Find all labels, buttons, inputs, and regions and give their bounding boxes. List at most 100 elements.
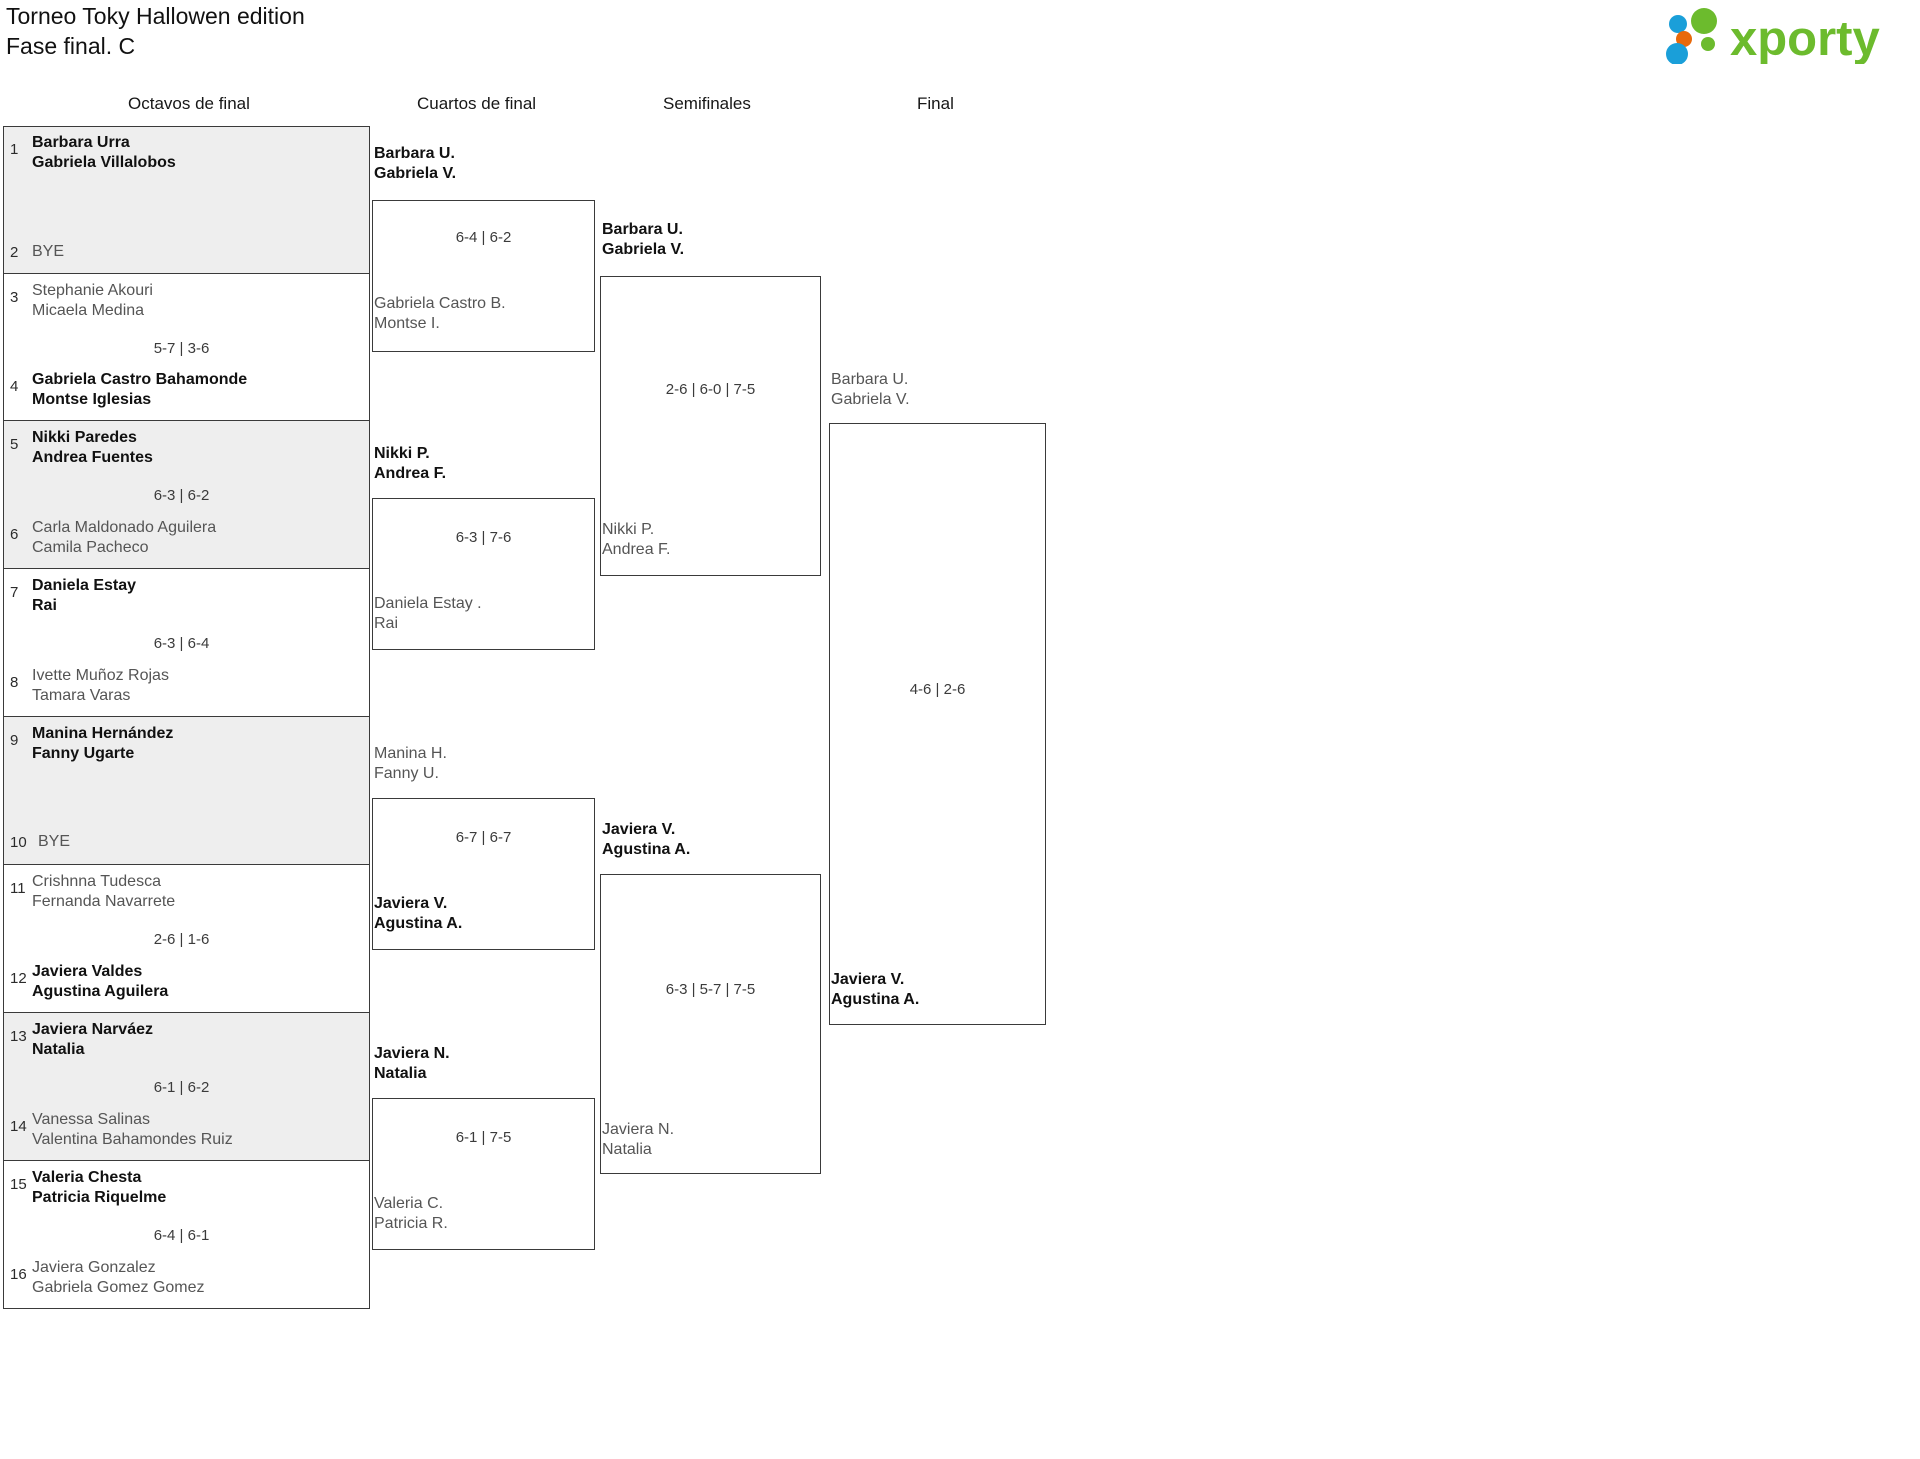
r1-bottom-team: Javiera Valdes Agustina Aguilera xyxy=(32,962,363,1001)
tournament-name: Torneo Toky Hallowen edition xyxy=(6,3,305,29)
seed-number: 1 xyxy=(10,141,19,158)
player-name: Montse Iglesias xyxy=(32,390,152,408)
player-name: Micaela Medina xyxy=(32,301,145,319)
player-name: Manina Hernández xyxy=(32,725,174,742)
player-name: Carla Maldonado Aguilera xyxy=(32,519,217,536)
seed-number: 8 xyxy=(10,674,19,691)
player-name: Andrea F. xyxy=(374,464,447,482)
r1-bottom-team: Carla Maldonado Aguilera Camila Pacheco xyxy=(32,518,363,557)
player-name: Valeria C. xyxy=(374,1195,444,1212)
r1-score: 6-3 | 6-4 xyxy=(153,635,210,652)
round-headers: Octavos de final Cuartos de final Semifi… xyxy=(0,94,1920,120)
player-name: Rai xyxy=(32,596,57,614)
r3-score-2: 6-3 | 5-7 | 7-5 xyxy=(665,981,756,998)
r1-match-8[interactable]: 15 Valeria Chesta Patricia Riquelme 6-4 … xyxy=(3,1161,370,1309)
r4-top-team: Barbara U. Gabriela V. xyxy=(831,370,910,409)
player-name: Gabriela Castro Bahamonde xyxy=(32,371,248,388)
r3-top-team-1: Barbara U. Gabriela V. xyxy=(602,220,684,259)
player-name: Daniela Estay xyxy=(32,577,137,594)
round-header-octavos: Octavos de final xyxy=(128,94,250,113)
player-name: Gabriela V. xyxy=(831,390,910,408)
r1-bottom-team: Ivette Muñoz Rojas Tamara Varas xyxy=(32,666,363,705)
player-name: Natalia xyxy=(602,1140,652,1158)
r1-match-5[interactable]: 9 Manina Hernández Fanny Ugarte 10 BYE xyxy=(3,717,370,865)
player-name: Fernanda Navarrete xyxy=(32,892,176,910)
player-name: Andrea F. xyxy=(602,540,671,558)
seed-number: 12 xyxy=(10,970,27,987)
r1-bottom-team: BYE xyxy=(38,833,71,850)
r4-score: 4-6 | 2-6 xyxy=(909,681,966,698)
player-name: Camila Pacheco xyxy=(32,538,149,556)
r1-match-6[interactable]: 11 Crishnna Tudesca Fernanda Navarrete 2… xyxy=(3,865,370,1013)
round-header-semifinales: Semifinales xyxy=(663,94,751,113)
seed-number: 9 xyxy=(10,732,19,749)
player-name: Gabriela Gomez Gomez xyxy=(32,1278,205,1296)
r2-connector-4[interactable] xyxy=(372,1098,595,1250)
r3-bottom-team-2: Javiera N. Natalia xyxy=(602,1120,674,1159)
player-name: Agustina A. xyxy=(374,914,463,932)
r2-connector-2[interactable] xyxy=(372,498,595,650)
r2-score-4: 6-1 | 7-5 xyxy=(455,1129,512,1146)
player-name: Montse I. xyxy=(374,314,440,332)
player-name: Natalia xyxy=(32,1040,85,1058)
seed-number: 11 xyxy=(10,880,26,897)
r1-score: 6-3 | 6-2 xyxy=(153,487,210,504)
r2-bottom-team-2: Daniela Estay . Rai xyxy=(374,594,482,633)
r2-bottom-team-3: Javiera V. Agustina A. xyxy=(374,894,462,933)
seed-number: 15 xyxy=(10,1176,27,1193)
player-name: Natalia xyxy=(374,1064,427,1082)
seed-number: 6 xyxy=(10,526,19,543)
r1-top-team: Daniela Estay Rai xyxy=(32,576,363,615)
r1-match-2[interactable]: 3 Stephanie Akouri Micaela Medina 5-7 | … xyxy=(3,274,370,421)
svg-text:xporty: xporty xyxy=(1730,12,1880,64)
r2-bottom-team-1: Gabriela Castro B. Montse I. xyxy=(374,294,506,333)
player-name: Rai xyxy=(374,614,399,632)
r1-match-7[interactable]: 13 Javiera Narváez Natalia 6-1 | 6-2 14 … xyxy=(3,1013,370,1161)
player-name: Javiera V. xyxy=(831,971,905,988)
player-name: Javiera Gonzalez xyxy=(32,1259,156,1276)
r1-score: 6-1 | 6-2 xyxy=(153,1079,210,1096)
r2-connector-1[interactable] xyxy=(372,200,595,352)
seed-number: 16 xyxy=(10,1266,27,1283)
r1-match-4[interactable]: 7 Daniela Estay Rai 6-3 | 6-4 8 Ivette M… xyxy=(3,569,370,717)
round-header-cuartos: Cuartos de final xyxy=(417,94,537,113)
r1-match-3[interactable]: 5 Nikki Paredes Andrea Fuentes 6-3 | 6-2… xyxy=(3,421,370,569)
player-name: Nikki P. xyxy=(602,521,655,538)
r2-top-team-4: Javiera N. Natalia xyxy=(374,1044,450,1083)
round-header-final: Final xyxy=(917,94,954,113)
player-name: Javiera V. xyxy=(374,895,448,912)
seed-number: 3 xyxy=(10,289,19,306)
player-name: Javiera N. xyxy=(602,1121,675,1138)
player-name: Manina H. xyxy=(374,745,447,762)
seed-number: 10 xyxy=(10,834,27,851)
player-name: Gabriela Castro B. xyxy=(374,295,506,312)
r3-top-team-2: Javiera V. Agustina A. xyxy=(602,820,690,859)
r3-connector-1[interactable] xyxy=(600,276,821,576)
r3-connector-2[interactable] xyxy=(600,874,821,1174)
player-name: Valeria Chesta xyxy=(32,1169,142,1186)
r4-connector[interactable] xyxy=(829,423,1046,1025)
seed-number: 7 xyxy=(10,584,19,601)
r4-bottom-team-champion: Javiera V. Agustina A. xyxy=(831,970,919,1009)
r1-score: 2-6 | 1-6 xyxy=(153,931,210,948)
seed-number: 14 xyxy=(10,1118,27,1135)
r2-top-team-1: Barbara U. Gabriela V. xyxy=(374,144,456,183)
r2-top-team-3: Manina H. Fanny U. xyxy=(374,744,447,783)
player-name: Barbara U. xyxy=(374,145,455,162)
r1-bottom-team: Gabriela Castro Bahamonde Montse Iglesia… xyxy=(32,370,363,409)
tournament-phase: Fase final. C xyxy=(6,32,136,59)
r1-match-1[interactable]: 1 Barbara Urra Gabriela Villalobos 2 BYE xyxy=(3,126,370,274)
r1-top-team: Barbara Urra Gabriela Villalobos xyxy=(32,133,363,172)
r1-top-team: Javiera Narváez Natalia xyxy=(32,1020,363,1059)
player-name: Nikki P. xyxy=(374,445,430,462)
player-name: Tamara Varas xyxy=(32,686,131,704)
page-title: Torneo Toky Hallowen edition Fase final.… xyxy=(6,2,305,62)
r1-score: 6-4 | 6-1 xyxy=(153,1227,210,1244)
r2-connector-3[interactable] xyxy=(372,798,595,950)
r1-top-team: Valeria Chesta Patricia Riquelme xyxy=(32,1168,363,1207)
player-name: Daniela Estay . xyxy=(374,595,482,612)
player-name: Valentina Bahamondes Ruiz xyxy=(32,1130,233,1148)
player-name: Fanny U. xyxy=(374,764,439,782)
